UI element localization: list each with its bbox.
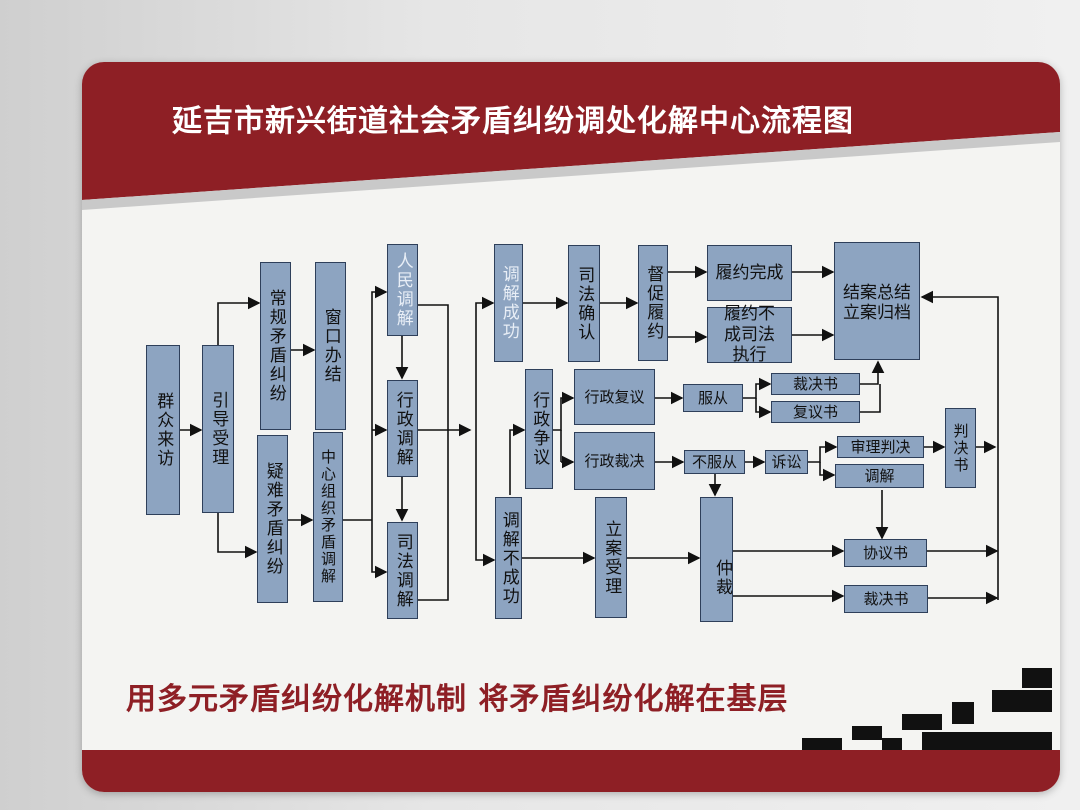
node-caijueshu-1: 裁决书	[771, 373, 860, 395]
node-jiean-zongjie: 结案总结立案归档	[834, 242, 920, 360]
node-fuyishu: 复议书	[771, 401, 860, 423]
node-lvyue-bucheng: 履约不成司法执行	[707, 304, 792, 365]
slogan: 用多元矛盾纠纷化解机制 将矛盾纠纷化解在基层	[126, 682, 789, 717]
node-zhongxin-zuzhi: 中心组织矛盾调解	[313, 432, 343, 602]
decor-block	[852, 726, 882, 740]
node-sifa-queren: 司法确认	[568, 245, 600, 362]
footer-band	[82, 750, 1060, 792]
page-title: 延吉市新兴街道社会矛盾纠纷调处化解中心流程图	[172, 104, 854, 139]
node-caijueshu-2: 裁决书	[844, 585, 928, 613]
node-xingzheng-tiaojie: 行政调解	[387, 380, 418, 477]
node-sifa-tiaojie: 司法调解	[387, 522, 418, 619]
decor-block	[882, 738, 902, 750]
decor-block	[952, 702, 974, 724]
poster-board: 延吉市新兴街道社会矛盾纠纷调处化解中心流程图 用多元矛盾纠纷化解机制 将矛盾纠纷…	[82, 62, 1060, 792]
node-renmin-tiaojie: 人民调解	[387, 244, 418, 336]
node-susong: 诉讼	[765, 450, 808, 474]
node-xingzheng-caijue: 行政裁决	[574, 432, 655, 490]
node-lvyue-wancheng: 履约完成	[707, 245, 792, 301]
node-zhongcai: 仲裁	[700, 497, 733, 622]
node-xieyishu: 协议书	[844, 539, 927, 567]
decor-block	[902, 714, 942, 730]
node-tiaojie: 调解	[835, 464, 924, 488]
node-xingzheng-zhengyi: 行政争议	[525, 369, 553, 489]
node-xingzheng-fuyi: 行政复议	[574, 369, 655, 425]
decor-block	[1022, 668, 1052, 688]
node-shenli-panjue: 审理判决	[837, 436, 924, 458]
node-qunzhong-laifang: 群众来访	[146, 345, 180, 515]
node-bufucong: 不服从	[684, 450, 745, 474]
node-yinan-maodun: 疑难矛盾纠纷	[257, 435, 288, 603]
node-ducu-lvyue: 督促履约	[638, 245, 668, 361]
node-tiaojie-buchenggong: 调解不成功	[495, 497, 522, 619]
decor-block	[992, 690, 1052, 712]
node-panjueshu: 判决书	[945, 408, 976, 488]
node-yindao-shouli: 引导受理	[202, 345, 234, 513]
header-diagonal	[82, 132, 1060, 262]
decor-block	[922, 732, 1052, 750]
node-chuangkou-banjie: 窗口办结	[315, 262, 346, 430]
node-changgui-maodun: 常规矛盾纠纷	[260, 262, 291, 430]
node-lian-shouli: 立案受理	[595, 497, 627, 618]
decor-block	[802, 738, 842, 750]
node-tiaojie-chenggong: 调解成功	[494, 244, 523, 362]
node-fucong: 服从	[683, 384, 743, 412]
